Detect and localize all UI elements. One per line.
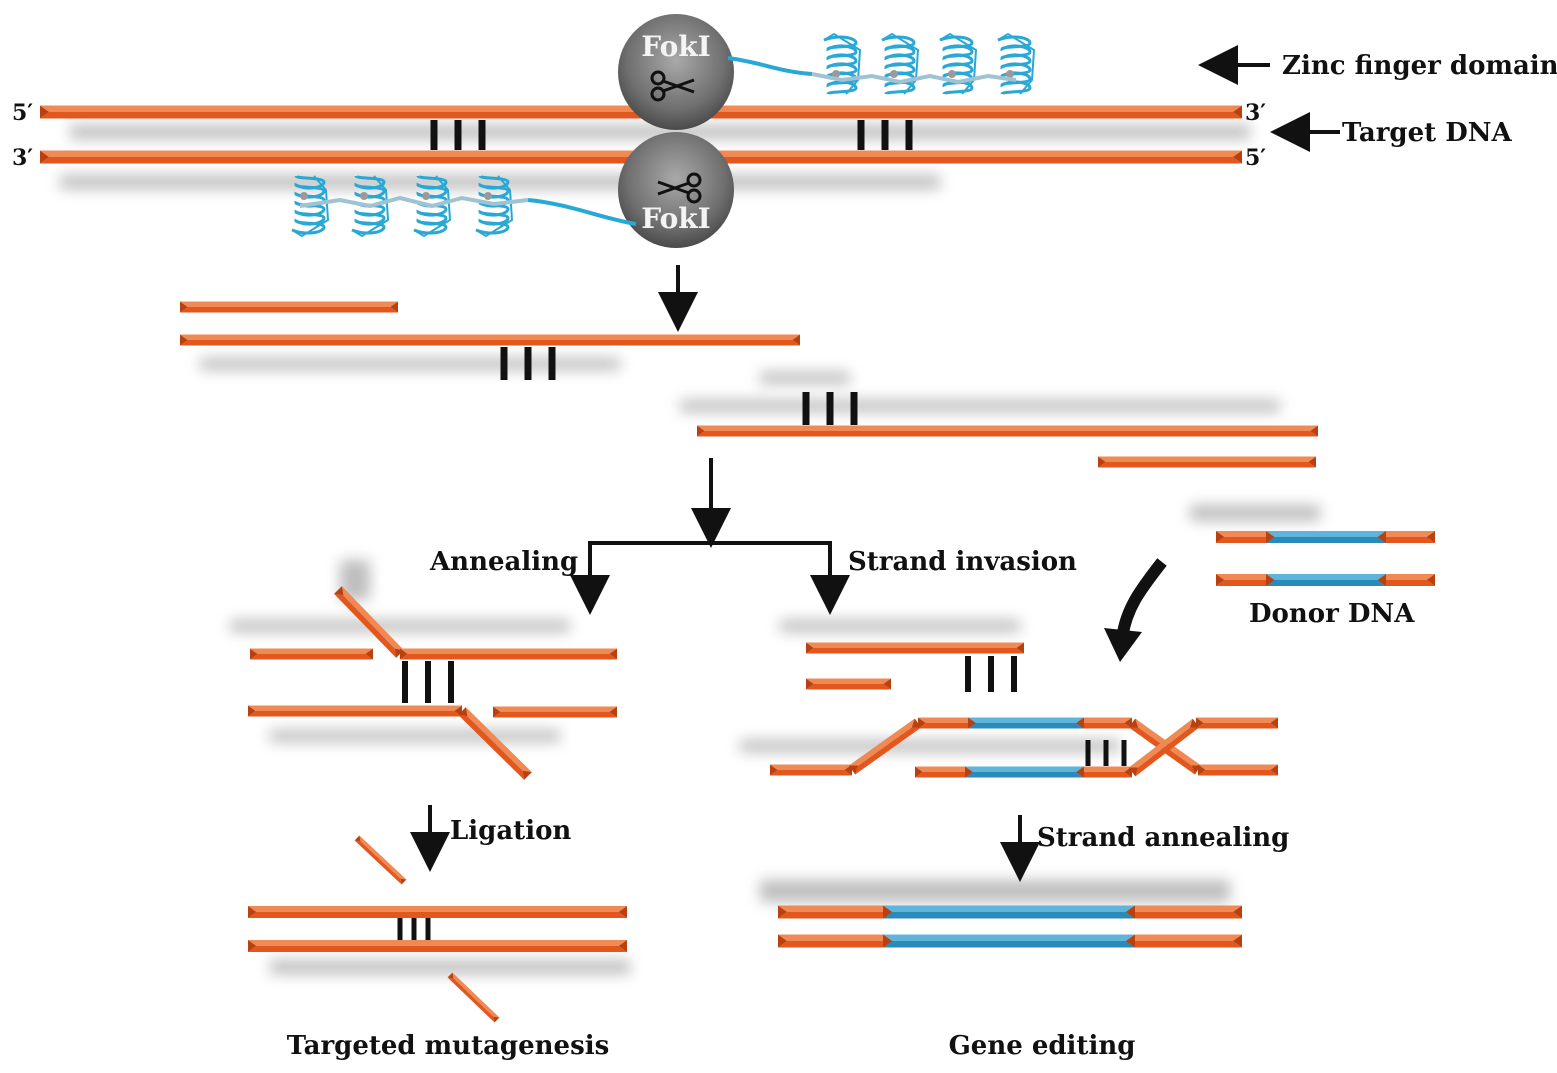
invading-strand [806, 642, 1024, 654]
base-pair-bonds [402, 661, 454, 703]
base-pair-bonds [397, 918, 431, 940]
foki-top: FokI [618, 14, 734, 130]
donor-insert [965, 766, 1084, 778]
branch-bracket [588, 541, 832, 590]
ligated-bottom [248, 940, 627, 952]
gene-editing-label: Gene editing [949, 1031, 1136, 1061]
dna-segment [1196, 717, 1278, 729]
strand-annealing-label: Strand annealing [1037, 823, 1289, 853]
removed-flap [354, 835, 407, 885]
target-dna-label: Target DNA [1342, 118, 1513, 148]
helix-icon [939, 32, 978, 96]
helix-icon [823, 32, 862, 96]
zinc-ion [360, 192, 368, 200]
linker-bottom [527, 198, 637, 226]
zinc-finger-label: Zinc finger domain [1282, 51, 1557, 81]
foki-bottom: FokI [618, 132, 734, 248]
cleaved-top-left [180, 301, 398, 313]
invasion-dna [770, 642, 1278, 778]
donor-curved-arrow [1116, 558, 1167, 641]
dna-segment [248, 705, 462, 717]
annealing-label: Annealing [429, 547, 578, 577]
ligation-label: Ligation [450, 816, 571, 846]
base-pair-bonds [500, 347, 556, 380]
edited-bottom [778, 934, 1242, 948]
invasion-strand [770, 718, 922, 776]
scissors-icon [657, 172, 702, 204]
base-pair-bonds [1085, 740, 1127, 766]
zinc-ion [948, 70, 956, 78]
foki-bottom-label: FokI [641, 202, 711, 235]
bottom-strand-5-label: 5′ [1245, 145, 1266, 171]
ligated-top [248, 906, 627, 918]
base-pair-bonds [965, 656, 1017, 692]
zinc-ion [422, 192, 430, 200]
foki-top-label: FokI [641, 30, 711, 63]
donor-insert [883, 934, 1135, 948]
cleaved-bottom-right [1098, 456, 1316, 468]
invading-strand [806, 678, 891, 690]
scissors-icon [650, 70, 695, 102]
dna-segment [1198, 764, 1278, 776]
donor-insert [883, 905, 1135, 919]
base-pair-bonds [857, 120, 913, 150]
donor-dna [1216, 531, 1435, 586]
donor-strand [1216, 531, 1435, 543]
donor-insert [968, 717, 1084, 729]
annealing-strand [493, 706, 617, 718]
invasion-donor-bottom [915, 766, 1132, 778]
donor-strand [1216, 574, 1435, 586]
removed-flap [447, 972, 500, 1023]
strand-invasion-label: Strand invasion [848, 547, 1077, 577]
zinc-finger-top [811, 32, 1036, 96]
cleaved-dna [180, 301, 1318, 468]
helix-icon [291, 174, 330, 238]
zinc-ion [832, 70, 840, 78]
ligated-dna [248, 835, 627, 1023]
zinc-ion [484, 192, 492, 200]
donor-dna-label: Donor DNA [1249, 599, 1415, 629]
dna-segment [458, 707, 532, 780]
linker-top [727, 56, 813, 76]
annealing-dna [248, 586, 617, 780]
dna-segment [400, 648, 617, 660]
donor-insert [1266, 531, 1386, 543]
top-strand-3-label: 3′ [1245, 100, 1266, 126]
base-pair-bonds [430, 120, 486, 150]
zinc-ion [300, 192, 308, 200]
donor-curved-arrowhead [1104, 628, 1142, 662]
edited-dna [778, 905, 1242, 948]
cleaved-top-right [697, 425, 1318, 437]
invasion-donor-top [918, 717, 1132, 729]
zinc-finger-backbone [299, 195, 529, 209]
edited-top [778, 905, 1242, 919]
bottom-strand-3-label: 3′ [12, 145, 33, 171]
annealing-strand [248, 705, 532, 780]
dna-segment [770, 764, 852, 776]
donor-insert [1266, 574, 1386, 586]
zinc-finger-backbone [811, 72, 1017, 85]
zinc-ion [890, 70, 898, 78]
helix-icon [997, 32, 1036, 96]
zinc-finger-bottom [291, 174, 529, 238]
targeted-mutagenesis-label: Targeted mutagenesis [287, 1031, 610, 1061]
helix-icon [881, 32, 920, 96]
base-pair-bonds [802, 392, 858, 425]
invasion-strand [1128, 717, 1278, 777]
annealing-strand [250, 648, 373, 660]
top-strand-5-label: 5′ [12, 100, 33, 126]
cleaved-bottom-left [180, 334, 800, 346]
zinc-ion [1006, 70, 1014, 78]
